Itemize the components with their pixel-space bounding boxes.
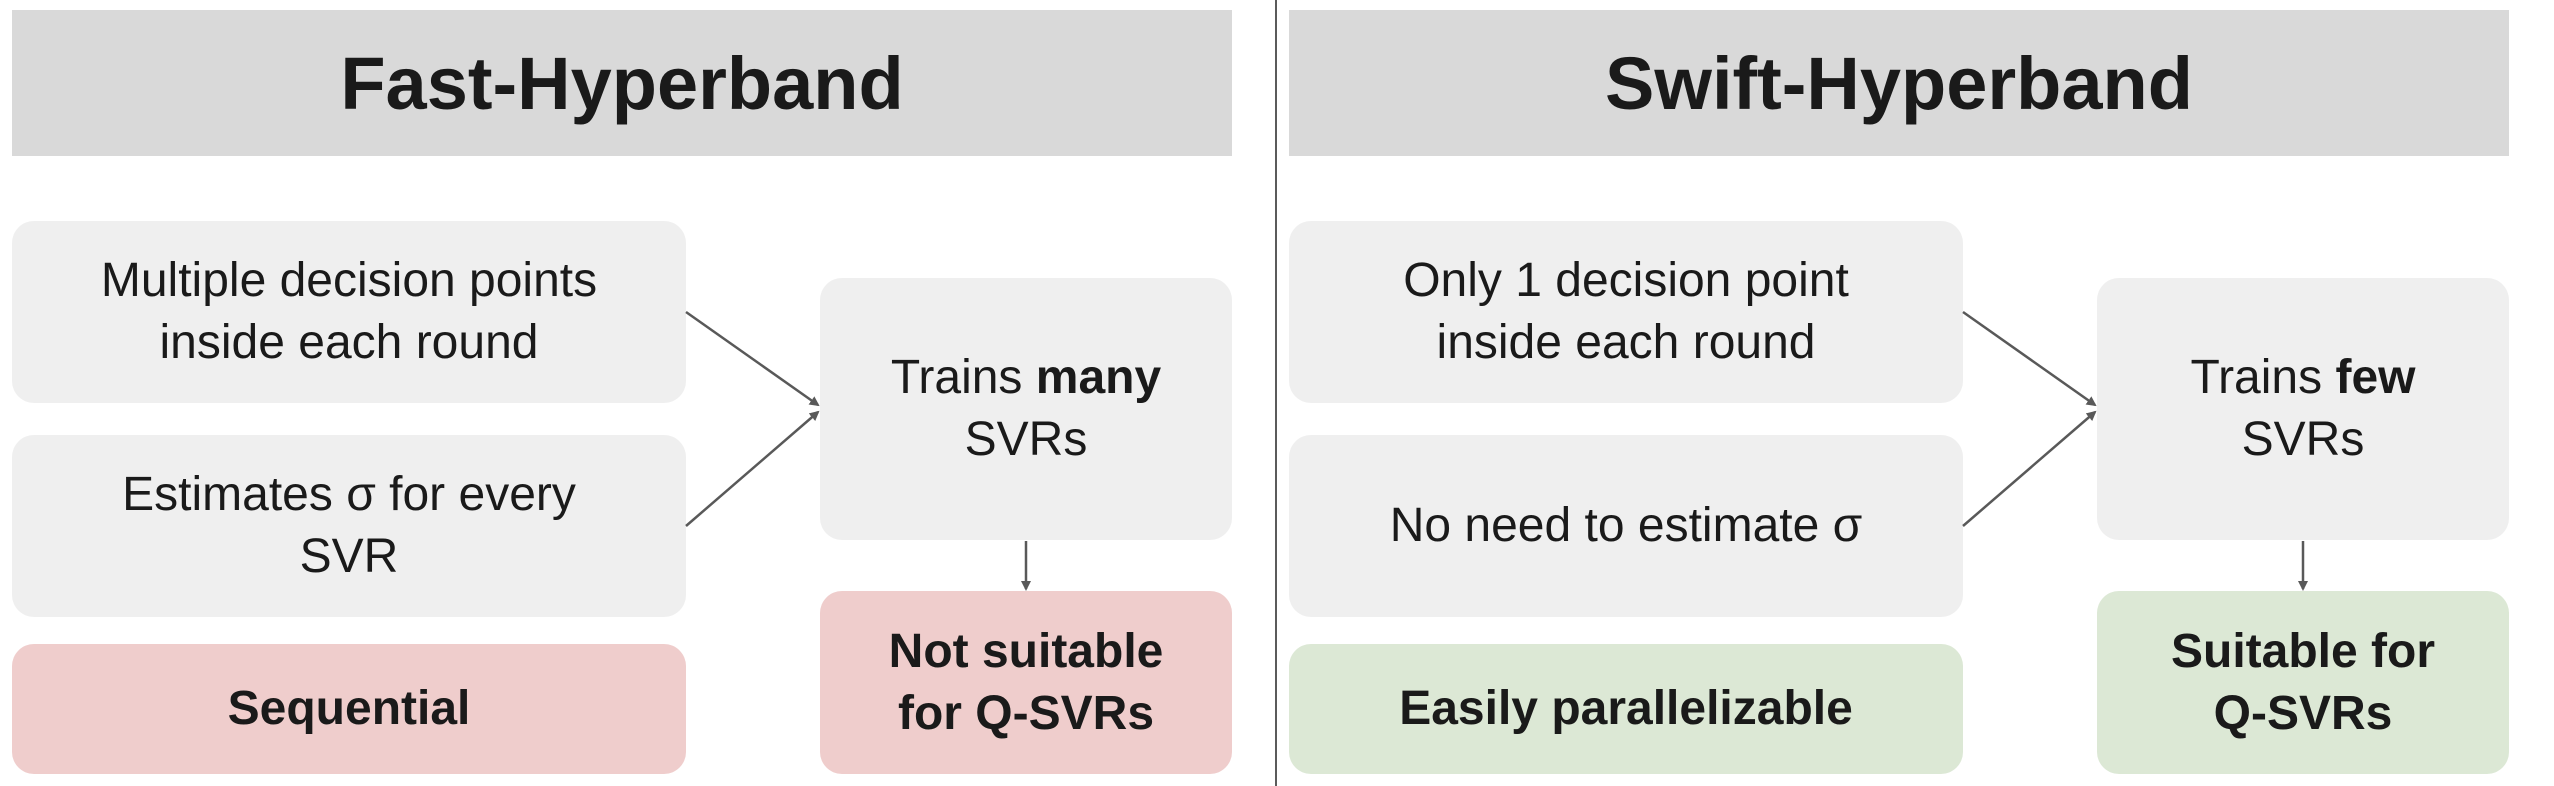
fast-arrow-sigma-to-trains xyxy=(685,410,820,527)
swift-suitability-line-1: Suitable for xyxy=(2170,624,2436,678)
fast-suitability-line-2: for Q-SVRs xyxy=(897,686,1155,740)
fast-decision-points-line-2: inside each round xyxy=(159,316,539,369)
fast-decision-points-line-1: Multiple decision points xyxy=(100,254,598,307)
swift-parallel-label: Easily parallelizable xyxy=(1399,682,1853,735)
fast-sigma-line-2: SVR xyxy=(299,530,399,583)
swift-suitability-box: Suitable for Q-SVRs xyxy=(2097,591,2509,774)
panel-divider xyxy=(1275,0,1277,786)
swift-trains-emphasis: few xyxy=(2335,351,2416,404)
swift-trains-line-1: Trains few xyxy=(2191,347,2416,409)
fast-hyperband-header: Fast-Hyperband xyxy=(12,10,1232,156)
swift-sigma-line-1: No need to estimate σ xyxy=(1389,499,1863,552)
fast-hyperband-panel: Fast-Hyperband Multiple decision points … xyxy=(0,0,1275,786)
fast-sigma-line-1: Estimates σ for every xyxy=(122,468,576,521)
fast-suitability-box: Not suitable for Q-SVRs xyxy=(820,591,1232,774)
swift-decision-points-box: Only 1 decision point inside each round xyxy=(1289,221,1963,403)
swift-hyperband-header: Swift-Hyperband xyxy=(1289,10,2509,156)
fast-trains-prefix: Trains xyxy=(890,351,1036,404)
swift-hyperband-panel: Swift-Hyperband Only 1 decision point in… xyxy=(1277,0,2552,786)
swift-sigma-box: No need to estimate σ xyxy=(1289,435,1963,617)
swift-decision-points-line-1: Only 1 decision point xyxy=(1403,254,1849,307)
swift-arrow-decision-to-trains xyxy=(1962,310,2097,407)
swift-trains-prefix: Trains xyxy=(2190,351,2336,404)
fast-parallel-box: Sequential xyxy=(12,644,686,774)
swift-arrow-sigma-to-trains xyxy=(1962,410,2097,527)
fast-suitability-line-1: Not suitable xyxy=(888,624,1164,678)
swift-parallel-box: Easily parallelizable xyxy=(1289,644,1963,774)
fast-trains-emphasis: many xyxy=(1035,351,1162,404)
fast-trains-box: Trains many SVRs xyxy=(820,278,1232,540)
fast-decision-points-box: Multiple decision points inside each rou… xyxy=(12,221,686,403)
swift-trains-box: Trains few SVRs xyxy=(2097,278,2509,540)
fast-trains-suffix: SVRs xyxy=(964,413,1088,466)
fast-arrow-decision-to-trains xyxy=(685,310,820,407)
fast-trains-line-1: Trains many xyxy=(891,347,1161,409)
swift-suitability-line-2: Q-SVRs xyxy=(2213,686,2393,740)
swift-trains-suffix: SVRs xyxy=(2241,413,2365,466)
fast-parallel-label: Sequential xyxy=(227,682,471,735)
swift-decision-points-line-2: inside each round xyxy=(1436,316,1816,369)
swift-hyperband-title: Swift-Hyperband xyxy=(1605,41,2193,125)
fast-hyperband-title: Fast-Hyperband xyxy=(340,41,904,125)
fast-sigma-box: Estimates σ for every SVR xyxy=(12,435,686,617)
